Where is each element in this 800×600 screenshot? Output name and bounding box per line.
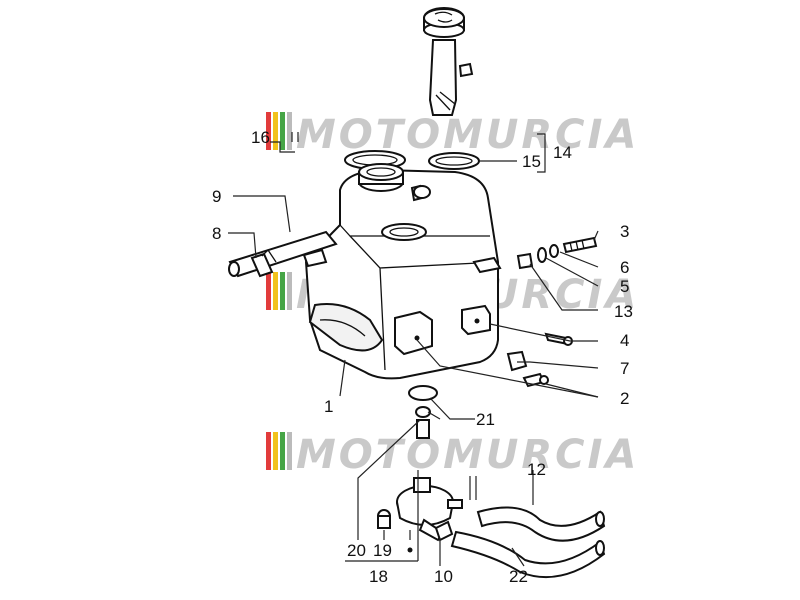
hose-clamp xyxy=(408,385,438,439)
callout-4: 4 xyxy=(620,331,629,350)
callout-19: 19 xyxy=(373,541,392,560)
fuel-hoses xyxy=(434,506,606,579)
callout-10: 10 xyxy=(434,567,453,586)
watermark-bottom: MOTOMURCIA xyxy=(266,432,639,478)
callout-18: 18 xyxy=(369,567,388,586)
callout-9: 9 xyxy=(212,187,221,206)
callout-8: 8 xyxy=(212,224,221,243)
filler-cap-assembly xyxy=(423,7,474,116)
callout-13: 13 xyxy=(614,302,633,321)
callout-16: 16 xyxy=(251,128,270,147)
callout-2: 2 xyxy=(620,389,629,408)
vent-hose xyxy=(228,230,338,278)
callout-6: 6 xyxy=(620,258,629,277)
callout-5: 5 xyxy=(620,277,629,296)
callout-labels: 1 2 3 4 5 6 7 8 9 10 12 13 14 15 16 18 1… xyxy=(212,128,633,586)
leader-lines xyxy=(228,132,599,567)
callout-15: 15 xyxy=(522,152,541,171)
callout-21: 21 xyxy=(476,410,495,429)
callout-14: 14 xyxy=(553,143,572,162)
fuel-tap xyxy=(377,477,463,542)
fuel-tank xyxy=(302,163,502,380)
callout-22: 22 xyxy=(509,567,528,586)
watermark-text: MOTOMURCIA xyxy=(296,112,639,158)
callout-20: 20 xyxy=(347,541,366,560)
callout-12: 12 xyxy=(527,460,546,479)
callout-7: 7 xyxy=(620,359,629,378)
watermark-top: MOTOMURCIA xyxy=(266,112,639,158)
callout-1: 1 xyxy=(324,397,333,416)
watermark-text: MOTOMURCIA xyxy=(296,432,639,478)
callout-3: 3 xyxy=(620,222,629,241)
